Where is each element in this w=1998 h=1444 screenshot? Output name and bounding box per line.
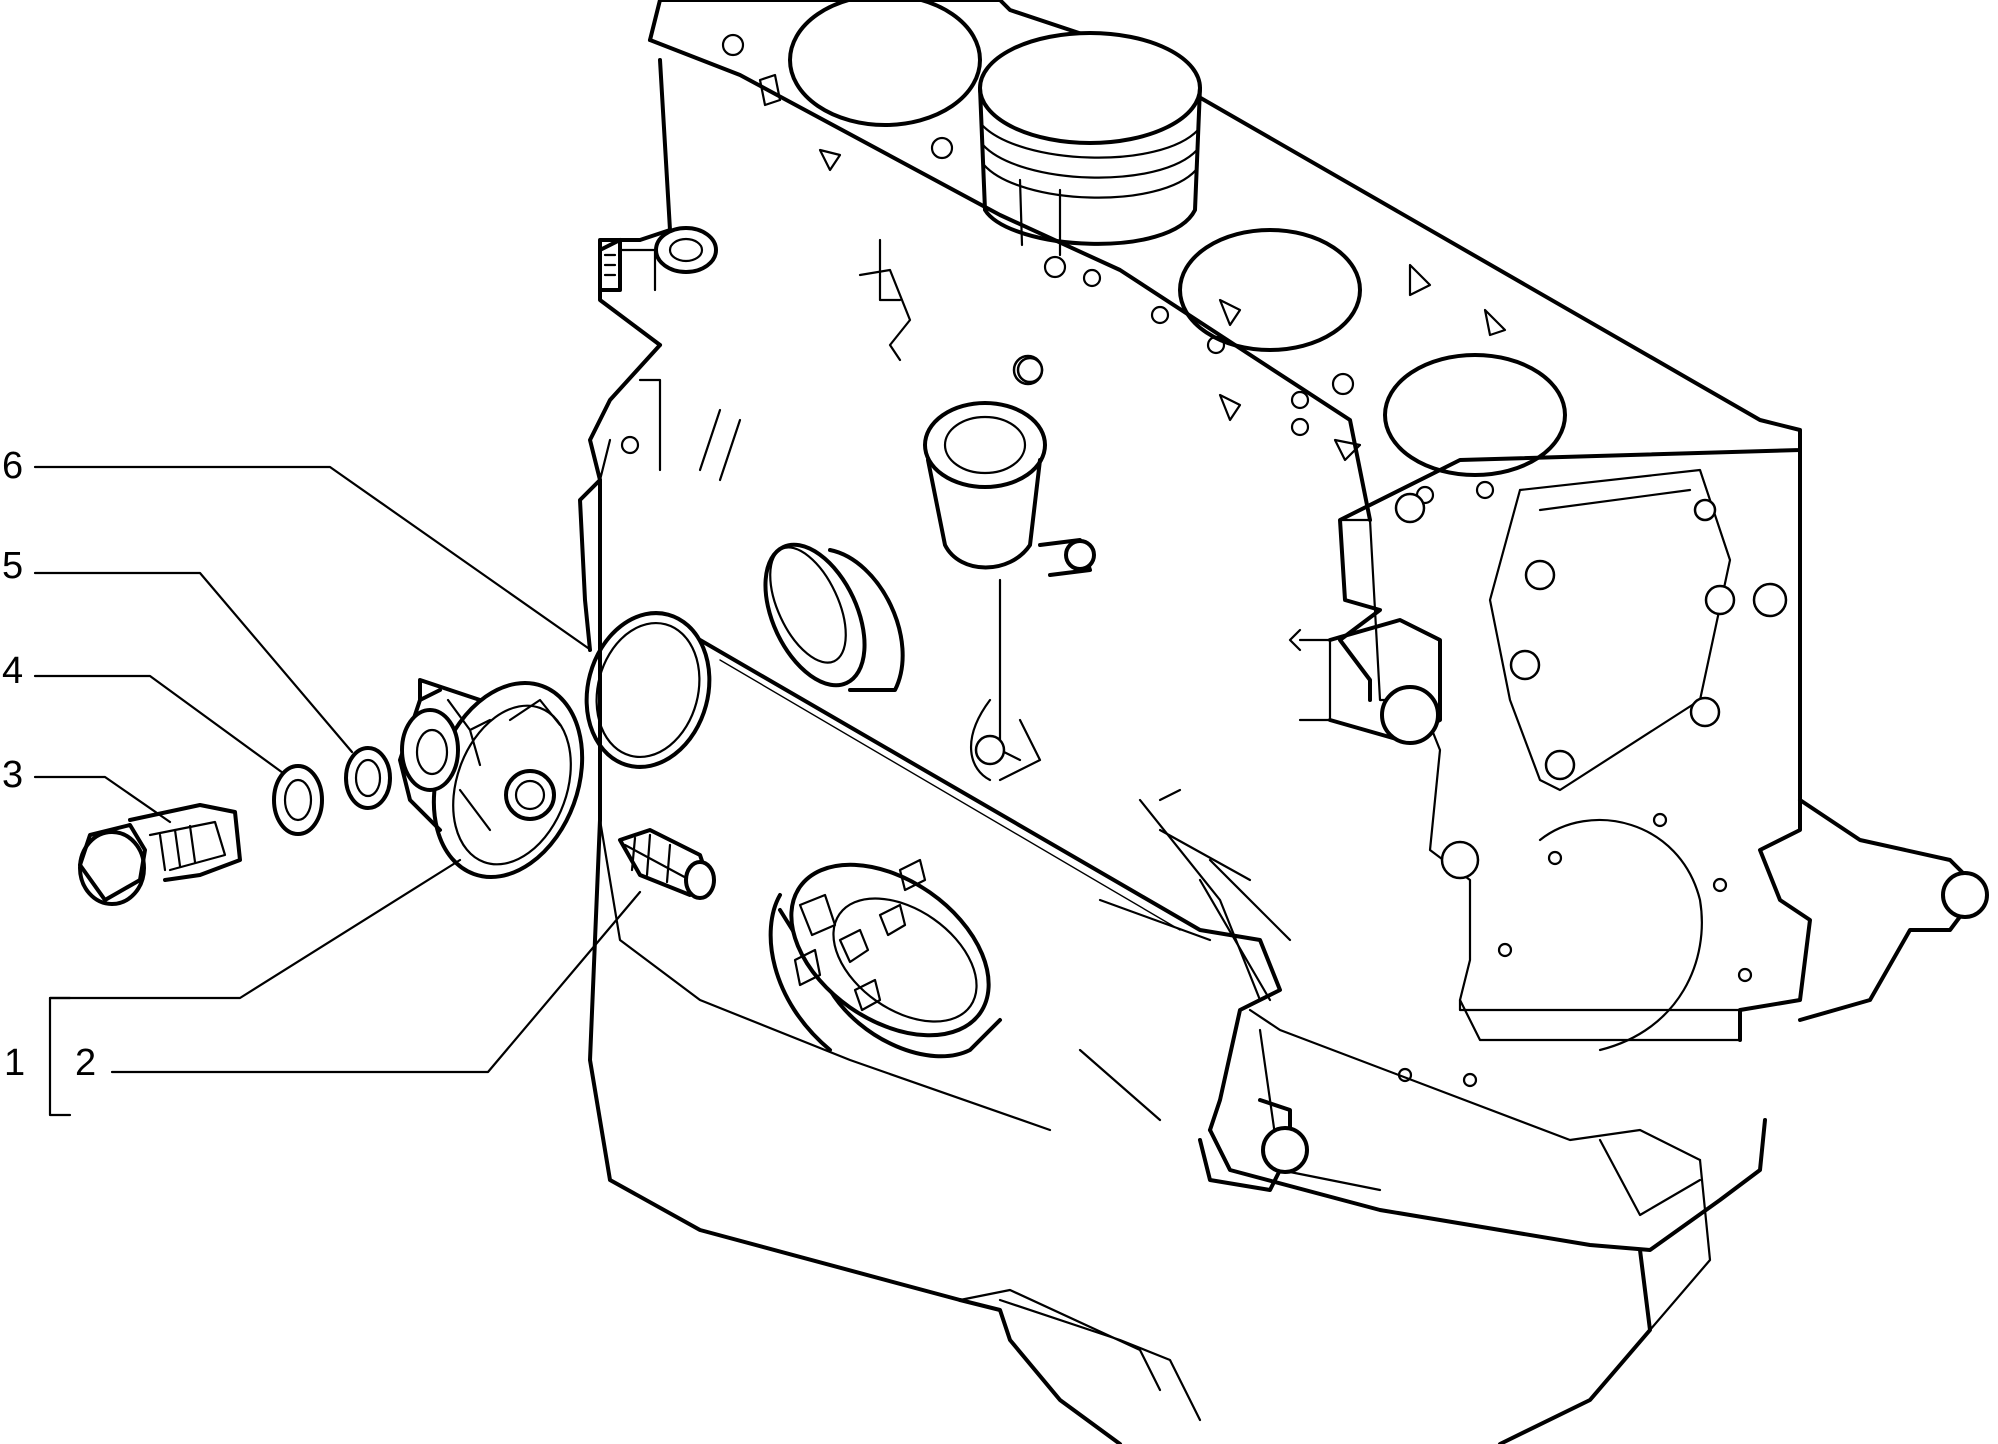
- coolant-passages: [758, 73, 1507, 462]
- part-2-union: [618, 828, 716, 900]
- part-1-filter-support: [398, 678, 585, 879]
- front-plate-holes: [1397, 812, 1753, 1088]
- oil-funnel: [923, 356, 1096, 577]
- callout-3: 3: [2, 754, 23, 796]
- callout-5: 5: [2, 545, 23, 587]
- part-5-washer: [344, 746, 392, 810]
- callout-6: 6: [2, 445, 23, 487]
- leader-lines: [33, 465, 642, 1117]
- piston: [978, 31, 1202, 257]
- part-6-o-ring: [584, 611, 712, 769]
- callout-labels: 6 5 4 3 1 2: [2, 445, 96, 1084]
- part-3-bolt: [78, 803, 242, 906]
- timing-cover-bolts: [1509, 498, 1736, 781]
- callout-1: 1: [4, 1042, 25, 1084]
- liner-seat: [763, 542, 905, 692]
- engine-block: [578, 0, 1989, 1444]
- cylinder-bores: [788, 0, 1567, 477]
- part-4-washer: [272, 764, 324, 836]
- callout-2: 2: [75, 1042, 96, 1084]
- oil-filter: [768, 858, 1002, 1059]
- dipstick-tube: [598, 226, 718, 292]
- callout-4: 4: [2, 650, 23, 692]
